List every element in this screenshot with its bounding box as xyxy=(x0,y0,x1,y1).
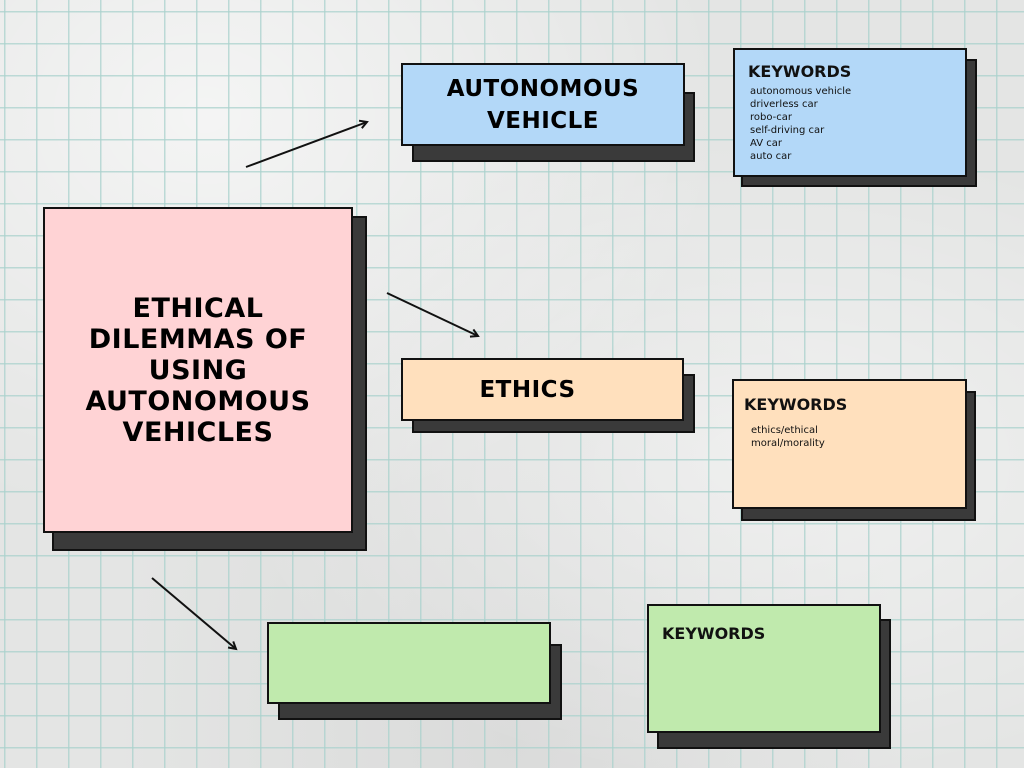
keywords-heading: KEYWORDS xyxy=(662,624,766,643)
arrow-to-third-concept xyxy=(151,577,236,649)
concept-card-ethics: ETHICS xyxy=(401,358,695,433)
keywords-face: KEYWORDS ethics/ethical moral/morality xyxy=(732,379,967,509)
keywords-list: ethics/ethical moral/morality xyxy=(751,424,825,450)
keywords-card-third: KEYWORDS xyxy=(647,604,891,749)
keyword-item: AV car xyxy=(750,138,782,149)
concept-face xyxy=(267,622,551,704)
concept-face: ETHICS xyxy=(401,358,684,421)
concept-card-third xyxy=(267,622,562,720)
keywords-face: KEYWORDS xyxy=(647,604,881,733)
keywords-face: KEYWORDS autonomous vehicle driverless c… xyxy=(733,48,967,177)
concept-card-autonomous-vehicle: AUTONOMOUS VEHICLE xyxy=(401,63,695,162)
keywords-heading: KEYWORDS xyxy=(748,62,852,81)
arrow-to-ethics xyxy=(386,292,478,336)
keyword-item: robo-car xyxy=(750,112,793,123)
keywords-list: autonomous vehicle driverless car robo-c… xyxy=(750,85,851,163)
main-topic-card: ETHICAL DILEMMAS OF USING AUTONOMOUS VEH… xyxy=(43,207,367,551)
concept-face: AUTONOMOUS VEHICLE xyxy=(401,63,685,146)
keywords-card-autonomous-vehicle: KEYWORDS autonomous vehicle driverless c… xyxy=(733,48,977,187)
keyword-item: auto car xyxy=(750,151,792,162)
keyword-item: driverless car xyxy=(750,99,818,110)
keyword-item: self-driving car xyxy=(750,125,825,136)
keywords-heading: KEYWORDS xyxy=(744,395,848,414)
concept-title: ETHICS xyxy=(479,376,576,403)
keywords-card-ethics: KEYWORDS ethics/ethical moral/morality xyxy=(732,379,976,521)
keyword-item: autonomous vehicle xyxy=(750,86,852,97)
keyword-item: moral/morality xyxy=(751,438,825,449)
main-topic-face: ETHICAL DILEMMAS OF USING AUTONOMOUS VEH… xyxy=(43,207,353,533)
concept-title: AUTONOMOUS VEHICLE xyxy=(446,75,640,134)
keyword-item: ethics/ethical xyxy=(751,425,818,436)
arrow-to-autonomous-vehicle xyxy=(245,122,367,168)
main-topic-title: ETHICAL DILEMMAS OF USING AUTONOMOUS VEH… xyxy=(85,292,311,448)
